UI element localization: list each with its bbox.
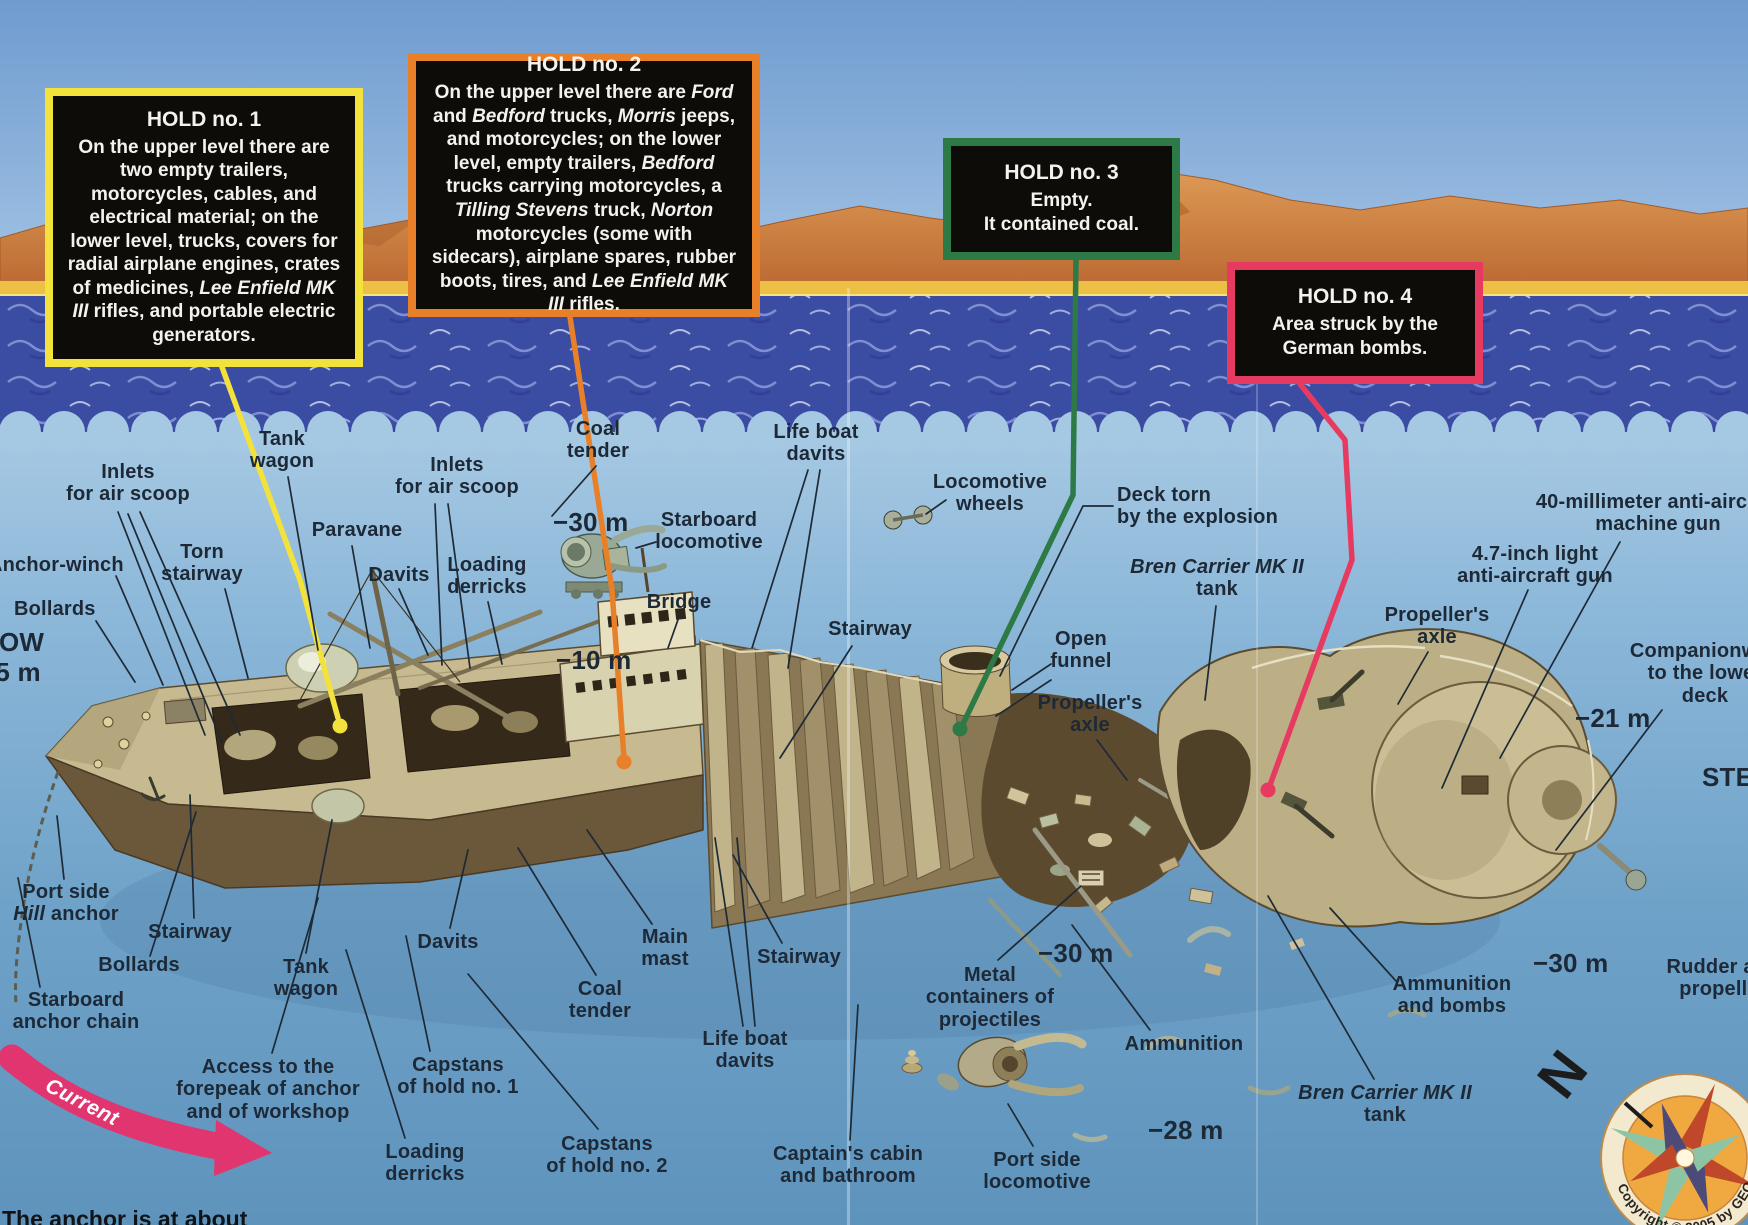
- hold-4-title: HOLD no. 4: [1297, 285, 1413, 309]
- hold-4-body: Area struck by the German bombs.: [1272, 314, 1438, 359]
- label-anchor-winch: Anchor-winch: [0, 554, 124, 576]
- sea-scallop-edge: [0, 411, 1748, 453]
- label-stern: STERN: [1702, 762, 1748, 792]
- hold-3-body: Empty.It contained coal.: [983, 190, 1140, 235]
- anchor-note: The anchor is at about: [2, 1206, 248, 1225]
- label-depth-30m-mid: −30 m: [1038, 938, 1114, 968]
- hold-2-title: HOLD no. 2: [526, 53, 642, 77]
- label-bollards-bow: Bollards: [98, 954, 180, 976]
- label-paravane: Paravane: [311, 519, 403, 541]
- label-depth-10m: −10 m: [556, 645, 632, 675]
- shipwreck-illustration: [14, 505, 1647, 1143]
- label-bridge: Bridge: [646, 591, 712, 613]
- label-stairway-mid: Stairway: [828, 618, 912, 640]
- hold-3-title: HOLD no. 3: [1004, 161, 1119, 185]
- north-needle: [1623, 1101, 1654, 1129]
- label-stairway-aft: Stairway: [757, 946, 841, 968]
- label-depth-28m: −28 m: [1148, 1115, 1224, 1145]
- label-rudder-propeller: Rudder andpropeller: [1666, 956, 1748, 1001]
- hold-1-title: HOLD no. 1: [146, 107, 262, 131]
- label-davits-bottom: Davits: [417, 931, 479, 953]
- hold-1-body: On the upper level there are two empty t…: [67, 136, 341, 346]
- label-companionway: Companionwayto the lowerdeck: [1629, 640, 1748, 707]
- label-depth-21m: −21 m: [1575, 703, 1651, 733]
- label-aa-machine-gun-40mm: 40-millimeter anti-aircraftmachine gun: [1535, 491, 1748, 536]
- hold-2-body: On the upper level there are Ford and Be…: [431, 82, 737, 316]
- label-ammunition: Ammunition: [1124, 1033, 1244, 1055]
- label-depth-5m: −5 m: [0, 657, 41, 687]
- label-depth-30m-stern: −30 m: [1533, 948, 1609, 978]
- label-bow: BOW: [0, 627, 45, 657]
- hold-2-box: HOLD no. 2 On the upper level there are …: [408, 53, 760, 317]
- page-fold-crease-left: [847, 288, 850, 1225]
- label-stairway-bow: Stairway: [148, 921, 232, 943]
- hold-1-box: HOLD no. 1 On the upper level there are …: [45, 88, 363, 367]
- label-davits-top: Davits: [368, 564, 430, 586]
- page-fold-crease-right: [1256, 288, 1258, 1225]
- label-bollards-top: Bollards: [14, 598, 96, 620]
- hold-4-box: HOLD no. 4 Area struck by the German bom…: [1227, 262, 1483, 384]
- hold-3-box: HOLD no. 3 Empty.It contained coal.: [943, 138, 1180, 260]
- current-arrow: [0, 1044, 272, 1176]
- label-depth-30m-left: −30 m: [553, 507, 629, 537]
